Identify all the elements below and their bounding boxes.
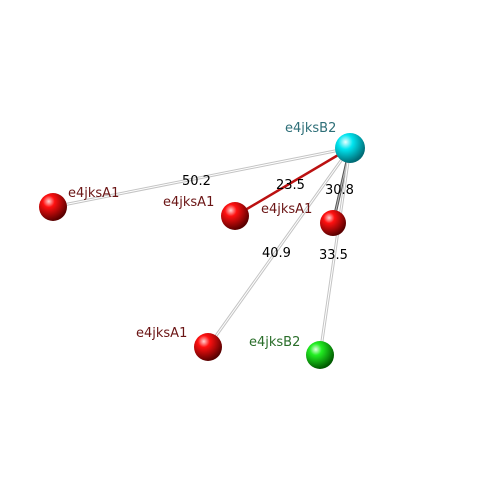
node-hub[interactable] [335,133,365,163]
node-label-hub: e4jksB2 [285,121,336,136]
edge-hub-left-highlight [52,147,351,208]
node-label-left: e4jksA1 [68,186,119,201]
node-label-bottom: e4jksA1 [136,326,187,341]
nodes [39,133,365,369]
edge-label-hub-green: 33.5 [319,248,348,263]
edge-labels: 50.2 23.5 30.8 40.9 33.5 [182,174,354,263]
edge-label-hub-bottom: 40.9 [262,246,291,261]
node-bottom[interactable] [194,333,222,361]
node-label-green: e4jksB2 [249,335,300,350]
edge-label-hub-mid: 23.5 [276,178,305,193]
node-left[interactable] [39,193,67,221]
edge-hub-bottom-highlight [207,147,351,348]
node-labels: e4jksB2 e4jksA1 e4jksA1 e4jksA1 e4jksA1 … [68,121,336,350]
edge-hub-green-highlight [319,147,351,356]
node-label-mid: e4jksA1 [163,195,214,210]
node-label-right: e4jksA1 [261,202,312,217]
edges [52,146,352,356]
edge-hub-mid[interactable] [234,146,351,218]
node-green[interactable] [306,341,334,369]
edge-label-hub-right: 30.8 [325,183,354,198]
node-mid[interactable] [221,202,249,230]
node-right[interactable] [320,210,346,236]
edge-label-hub-left: 50.2 [182,174,211,189]
